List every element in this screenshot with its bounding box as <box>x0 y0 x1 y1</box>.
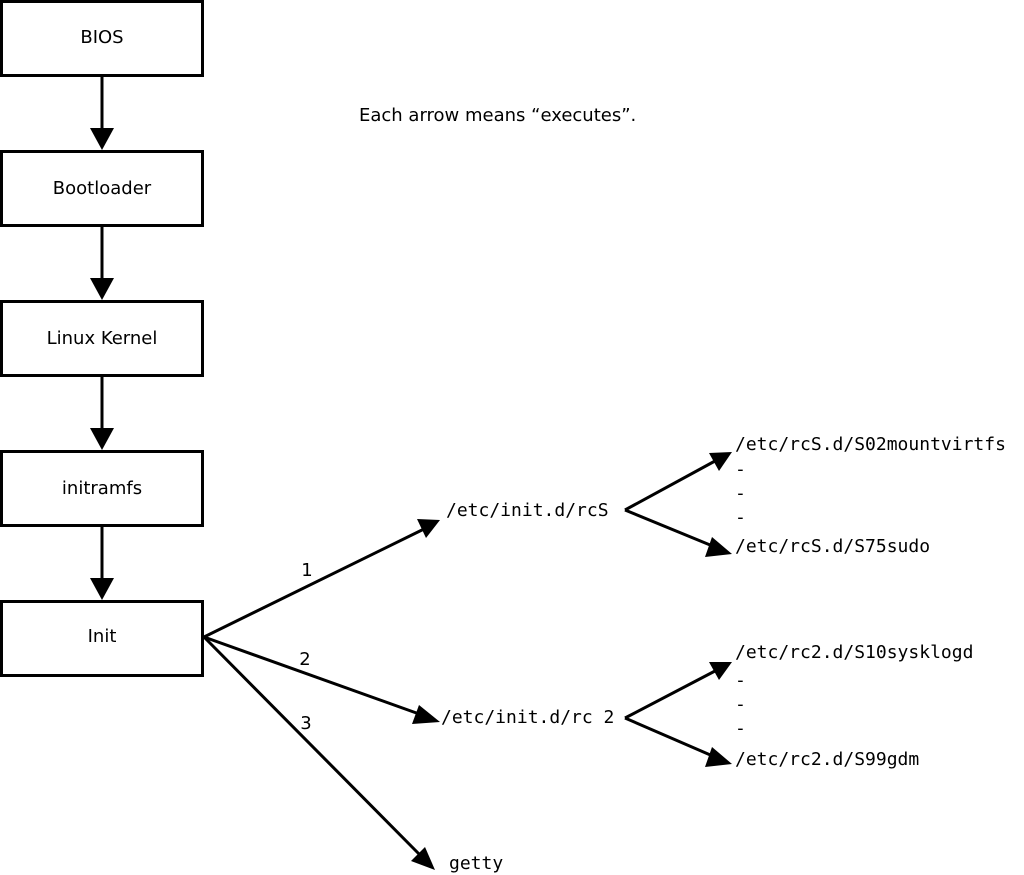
legend-note: Each arrow means “executes”. <box>359 105 636 126</box>
box-init: Init <box>0 600 204 677</box>
target-rc2: /etc/init.d/rc 2 <box>441 707 614 728</box>
box-bios: BIOS <box>0 0 204 77</box>
box-bios-label: BIOS <box>80 27 123 48</box>
target-rcS: /etc/init.d/rcS <box>446 500 609 521</box>
arrow-rc2-to-first <box>624 662 732 720</box>
arrow-initramfs-to-init <box>90 527 114 600</box>
box-bootloader: Bootloader <box>0 150 204 227</box>
rcS-script-dot-2: - <box>735 483 746 504</box>
rc2-script-first: /etc/rc2.d/S10sysklogd <box>735 642 973 663</box>
rc2-script-dot-3: - <box>735 718 746 739</box>
box-linux-kernel: Linux Kernel <box>0 300 204 377</box>
box-initramfs: initramfs <box>0 450 204 527</box>
edge-label-3: 3 <box>300 713 311 734</box>
box-linux-kernel-label: Linux Kernel <box>47 328 158 349</box>
arrow-rcS-to-first <box>624 452 732 512</box>
rc2-script-dot-1: - <box>735 670 746 691</box>
arrow-kernel-to-initramfs <box>90 377 114 450</box>
arrow-bootloader-to-kernel <box>90 227 114 300</box>
arrow-rc2-to-last <box>624 716 732 767</box>
rcS-script-first: /etc/rcS.d/S02mountvirtfs <box>735 434 1006 455</box>
edge-label-1: 1 <box>301 560 312 581</box>
arrow-init-to-rcS <box>203 519 440 639</box>
arrow-init-to-getty <box>202 635 435 870</box>
arrow-rcS-to-last <box>624 508 732 557</box>
rc2-script-dot-2: - <box>735 694 746 715</box>
arrow-bios-to-bootloader <box>90 77 114 150</box>
box-bootloader-label: Bootloader <box>53 178 152 199</box>
rcS-script-dot-3: - <box>735 507 746 528</box>
rcS-script-last: /etc/rcS.d/S75sudo <box>735 536 930 557</box>
box-initramfs-label: initramfs <box>62 478 142 499</box>
box-init-label: Init <box>88 626 117 647</box>
edge-label-2: 2 <box>299 649 310 670</box>
arrow-init-to-rc2 <box>203 635 440 724</box>
rc2-script-last: /etc/rc2.d/S99gdm <box>735 749 919 770</box>
target-getty: getty <box>449 853 503 874</box>
rcS-script-dot-1: - <box>735 459 746 480</box>
